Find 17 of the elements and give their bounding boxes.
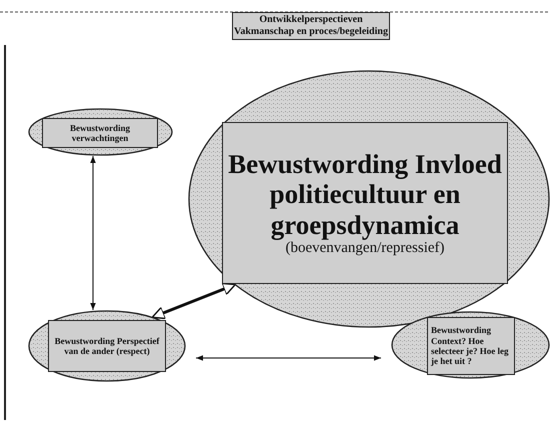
title-text: Ontwikkelperspectieven Vakmanschap en proces/begeleiding bbox=[233, 14, 389, 38]
ellipse-shape bbox=[28, 108, 173, 156]
text-box bbox=[427, 317, 515, 375]
ellipse-shape bbox=[391, 311, 550, 379]
subtitle-text: (boevenvangen/repressief) bbox=[285, 240, 445, 257]
ellipse-shape bbox=[188, 70, 550, 328]
double-arrow bbox=[152, 282, 236, 320]
text-box bbox=[222, 122, 508, 284]
text-box bbox=[48, 320, 166, 372]
arrow bbox=[90, 156, 96, 310]
box-text: Bewustwording Invloed politiecultuur en groepsdynamica bbox=[227, 149, 503, 240]
box-text: Bewustwording verwachtingen bbox=[68, 122, 131, 144]
text-box bbox=[42, 118, 158, 148]
box-text: Bewustwording Context? Hoe selecteer je? Hoe leg je het uit ? bbox=[430, 325, 510, 367]
arrow bbox=[196, 355, 382, 361]
box-text: Bewustwording Perspectief van de ander (respect) bbox=[54, 336, 160, 356]
ellipse-shape bbox=[28, 310, 186, 382]
